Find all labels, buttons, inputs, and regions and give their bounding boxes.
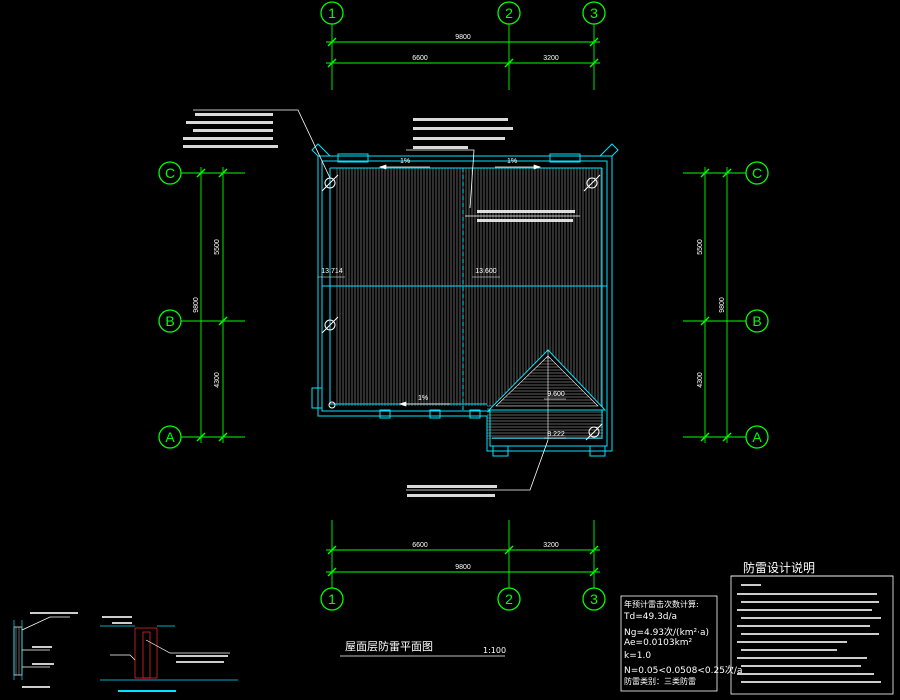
callout-note-topleft bbox=[183, 113, 278, 148]
axis-label-B-left: B bbox=[165, 313, 174, 329]
calc-line-1: Td=49.3d/a bbox=[624, 612, 678, 622]
bay-hatch bbox=[487, 405, 603, 439]
detail-sketches bbox=[13, 616, 238, 681]
drawing-title: 屋面层防雷平面图 bbox=[345, 640, 433, 653]
callout-note-center bbox=[477, 210, 575, 222]
calc-line-3: Ae=0.0103km² bbox=[624, 638, 693, 648]
calc-line-5: N=0.05<0.0508<0.25次/a bbox=[624, 666, 743, 676]
dim-bottom-left: 6600 bbox=[412, 542, 428, 549]
axis-label-C-right: C bbox=[752, 165, 762, 181]
dimension-ticks bbox=[196, 37, 732, 577]
calc-line-2: Ng=4.93次/(km²·a) bbox=[624, 628, 710, 638]
dimension-lines bbox=[181, 24, 746, 588]
callout-leaders bbox=[193, 109, 580, 491]
notes-table-frame bbox=[730, 575, 894, 695]
calc-title: 年预计雷击次数计算: bbox=[624, 600, 699, 609]
axis-label-3-bottom: 3 bbox=[590, 591, 598, 607]
axis-label-1-top: 1 bbox=[328, 5, 336, 21]
calc-line-6: 防雷类别：三类防雷 bbox=[624, 677, 696, 686]
axis-label-A-left: A bbox=[165, 429, 175, 445]
lp-notes-body bbox=[737, 584, 881, 683]
dimension-texts: 9800 6600 3200 6600 3200 9800 9800 5500 … bbox=[193, 34, 726, 571]
dim-top-total: 9800 bbox=[455, 34, 471, 41]
dim-left-upper: 5500 bbox=[214, 239, 221, 255]
axis-label-2-top: 2 bbox=[505, 5, 513, 21]
callout-note-topcenter bbox=[413, 118, 513, 149]
dim-right-lower: 4300 bbox=[697, 372, 704, 388]
lp-notes-title: 防雷设计说明 bbox=[743, 561, 816, 575]
grid-axis-labels: 1 2 3 1 2 3 C B A C B A bbox=[165, 5, 762, 607]
axis-label-2-bottom: 2 bbox=[505, 591, 513, 607]
axis-label-B-right: B bbox=[752, 313, 761, 329]
axis-label-3-top: 3 bbox=[590, 5, 598, 21]
slope-label-1: 1% bbox=[400, 158, 410, 165]
calc-table-frame bbox=[620, 595, 718, 692]
elevation-bay-top: 9.600 bbox=[547, 391, 565, 398]
dim-top-left: 6600 bbox=[412, 55, 428, 62]
dim-bottom-right: 3200 bbox=[543, 542, 559, 549]
inner-wall bbox=[321, 160, 608, 447]
slope-label-2: 1% bbox=[507, 158, 517, 165]
dim-right-upper: 5500 bbox=[697, 239, 704, 255]
dim-bottom-total: 9800 bbox=[455, 564, 471, 571]
slope-label-3: 1% bbox=[418, 395, 428, 402]
dim-right-total: 9800 bbox=[719, 297, 726, 313]
elevation-left: 13.714 bbox=[321, 268, 343, 275]
elevation-bay-bottom: 8.222 bbox=[547, 431, 565, 438]
dim-left-total: 9800 bbox=[193, 297, 200, 313]
drawing-scale: 1:100 bbox=[483, 646, 507, 655]
axis-label-C-left: C bbox=[165, 165, 175, 181]
roof-plan: 1% 1% 1% 13.714 13.600 9.600 8.222 bbox=[311, 143, 619, 457]
calc-line-4: k=1.0 bbox=[624, 651, 652, 661]
axis-label-A-right: A bbox=[752, 429, 762, 445]
axis-label-1-bottom: 1 bbox=[328, 591, 336, 607]
callout-note-bottom bbox=[407, 485, 497, 497]
elevation-center: 13.600 bbox=[475, 268, 497, 275]
dim-left-lower: 4300 bbox=[214, 372, 221, 388]
detail-notes bbox=[22, 612, 228, 692]
dim-top-right: 3200 bbox=[543, 55, 559, 62]
